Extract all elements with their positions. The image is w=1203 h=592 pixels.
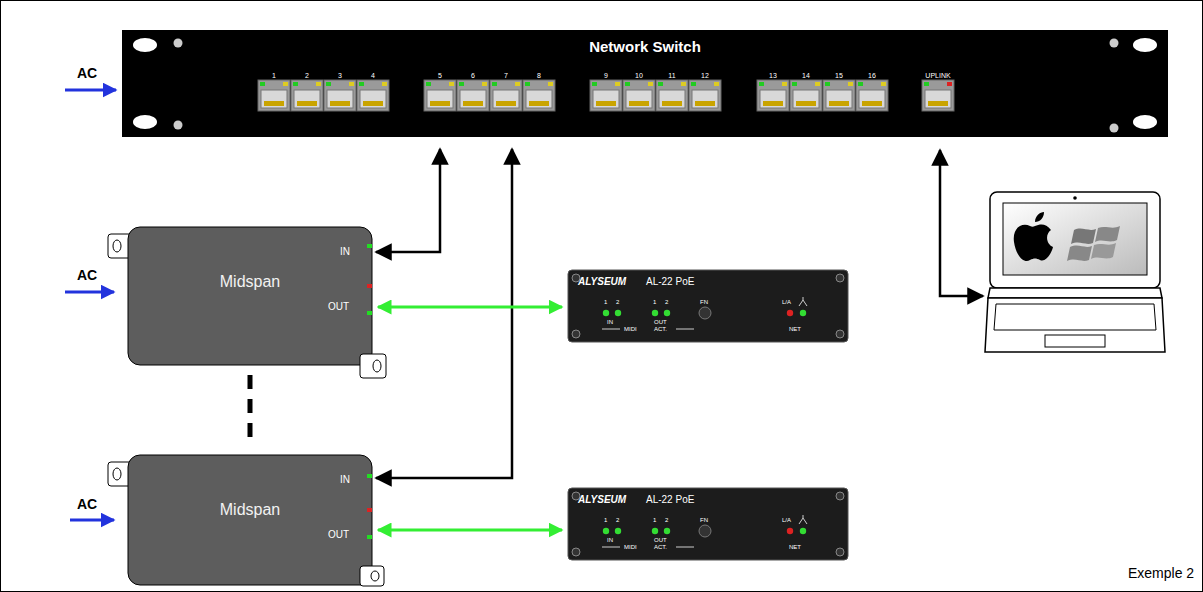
node-text: OUT <box>654 537 667 544</box>
midspan-body <box>108 227 386 378</box>
node-text: ALYSEUM <box>578 494 626 505</box>
node-text: ALYSEUM <box>578 276 626 287</box>
midspan-injector: Midspan IN OUT <box>128 455 372 585</box>
node-text: 1 <box>604 517 607 524</box>
port-number: 6 <box>471 72 475 80</box>
port-number: 7 <box>504 72 508 80</box>
node-text: Midspan <box>128 273 372 291</box>
node-text: Network Switch <box>122 39 1168 56</box>
node-text: L/A <box>782 299 791 306</box>
node-text: NET <box>789 326 801 333</box>
node-text: NET <box>789 544 801 551</box>
ac-arrow <box>65 89 116 92</box>
port-number: 2 <box>305 72 309 80</box>
power-label: AC <box>77 66 97 81</box>
network-cable <box>376 149 440 252</box>
node-text: AL-22 PoE <box>646 276 694 287</box>
node-text: IN <box>607 537 613 544</box>
midspan-body <box>108 455 384 586</box>
port-number: 1 <box>272 72 276 80</box>
port-number: 13 <box>769 72 777 80</box>
port-number: 11 <box>668 72 675 80</box>
node-text: Midspan <box>128 501 372 519</box>
midi-interface: ALYSEUM AL-22 PoE 1 2IN 1 2OUT MIDI ACT. FN L/A NE… <box>568 270 848 342</box>
node-text: IN <box>340 474 350 485</box>
poe-cable <box>378 529 562 532</box>
port-number: UPLINK <box>925 72 950 80</box>
node-text: FN <box>700 299 708 306</box>
node-text: 2 <box>665 517 668 524</box>
node-text: 1 <box>653 299 656 306</box>
port-number: 12 <box>701 72 709 80</box>
port-number: 16 <box>868 72 876 80</box>
node-text: 2 <box>616 517 619 524</box>
node-text: OUT <box>328 529 349 540</box>
switch-body <box>122 30 1168 137</box>
port-number: 10 <box>635 72 643 80</box>
node-text: 1 <box>604 299 607 306</box>
node-text: 2 <box>665 299 668 306</box>
port-number: 15 <box>835 72 843 80</box>
port-number: 14 <box>802 72 810 80</box>
power-label: AC <box>77 268 97 283</box>
port-number: 5 <box>438 72 442 80</box>
ethernet-ports <box>258 80 954 111</box>
node-text: OUT <box>654 319 667 326</box>
node-text: FN <box>700 517 708 524</box>
laptop <box>985 192 1165 352</box>
poe-cable <box>378 306 562 309</box>
uplink-cable <box>940 150 983 296</box>
power-label: AC <box>77 497 97 512</box>
port-number: 9 <box>604 72 608 80</box>
ac-arrow <box>65 291 114 294</box>
midi-interface: ALYSEUM AL-22 PoE 1 2IN 1 2OUT MIDI ACT. FN L/A NE… <box>568 488 848 560</box>
node-text: 2 <box>616 299 619 306</box>
node-text: MIDI <box>624 544 637 551</box>
node-text: ACT. <box>654 326 667 333</box>
port-number: 8 <box>537 72 541 80</box>
node-text: AL-22 PoE <box>646 494 694 505</box>
node-text: L/A <box>782 517 791 524</box>
ac-arrow <box>70 519 114 522</box>
network-switch: Network Switch <box>122 30 1168 137</box>
node-text: 1 <box>653 517 656 524</box>
port-number: 3 <box>338 72 342 80</box>
example-label: Exemple 2 <box>1128 566 1194 581</box>
node-text: MIDI <box>624 326 637 333</box>
al22-body <box>568 488 848 560</box>
al22-body <box>568 270 848 342</box>
node-text: ACT. <box>654 544 667 551</box>
network-cable <box>376 149 512 478</box>
port-number: 4 <box>371 72 375 80</box>
node-text: IN <box>607 319 613 326</box>
node-text: OUT <box>328 301 349 312</box>
continuation-dash <box>248 375 253 438</box>
node-text: IN <box>340 246 350 257</box>
midspan-injector: Midspan IN OUT <box>128 227 372 365</box>
